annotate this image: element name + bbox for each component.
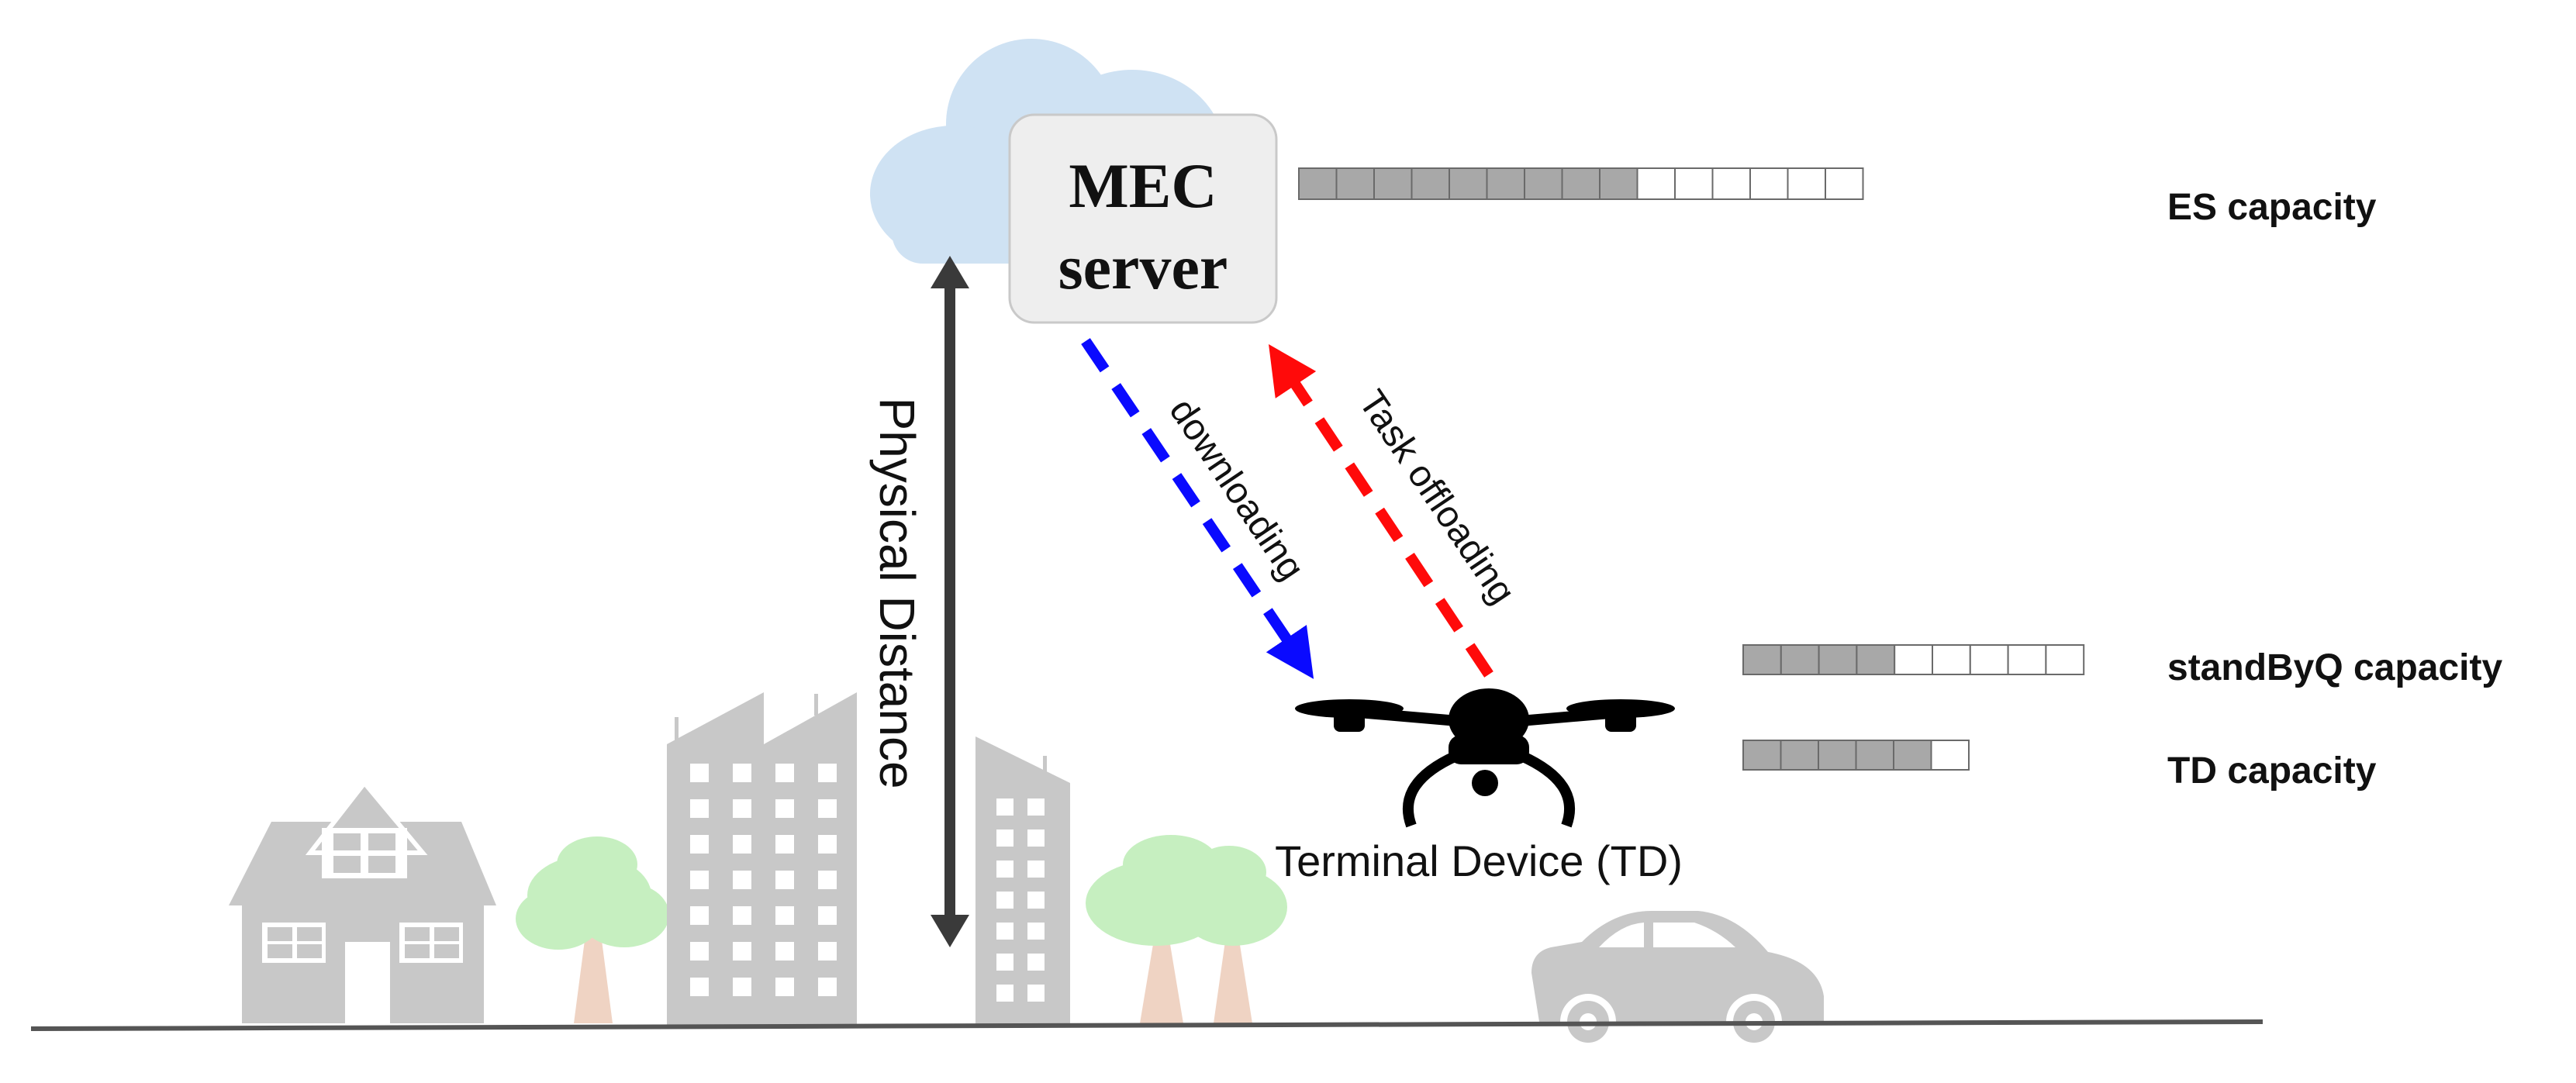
tree-icon: [1086, 835, 1287, 1023]
capacity-cell: [1298, 167, 1338, 200]
physical-distance-arrow: [931, 256, 969, 947]
capacity-cell: [1742, 644, 1782, 675]
building-window: [996, 861, 1013, 878]
terminal-device-label: Terminal Device (TD): [1275, 836, 1683, 885]
building-window: [1027, 861, 1045, 878]
building-window: [775, 764, 794, 782]
building-window: [996, 923, 1013, 940]
building-window: [690, 942, 709, 961]
building-window: [775, 799, 794, 818]
td-capacity-label: TD capacity: [2167, 750, 2377, 792]
building-window: [818, 942, 837, 961]
capacity-cell: [1780, 644, 1820, 675]
building-window: [1027, 829, 1045, 847]
building-window: [1027, 892, 1045, 909]
capacity-cell: [1711, 167, 1751, 200]
building-window: [775, 978, 794, 996]
capacity-cell: [1969, 644, 2009, 675]
building-window: [775, 942, 794, 961]
capacity-cell: [1818, 644, 1858, 675]
tree-icon: [516, 836, 669, 1023]
task-offloading-arrow: [1269, 344, 1493, 678]
building-window: [733, 799, 751, 818]
building-window: [996, 892, 1013, 909]
td-capacity-bar: [1742, 740, 1970, 771]
building-window: [1027, 923, 1045, 940]
building-window: [733, 835, 751, 854]
capacity-cell: [1856, 644, 1896, 675]
ground-line: [30, 1019, 2263, 1031]
building-icon: [975, 736, 1070, 1027]
mec-server-label-line1: MEC: [1069, 150, 1217, 221]
capacity-cell: [1411, 167, 1450, 200]
physical-distance-label: Physical Distance: [869, 397, 925, 788]
capacity-cell: [1749, 167, 1789, 200]
capacity-cell: [1818, 740, 1857, 771]
capacity-cell: [2007, 644, 2047, 675]
capacity-cell: [1825, 167, 1864, 200]
capacity-cell: [1894, 644, 1933, 675]
capacity-cell: [1524, 167, 1563, 200]
capacity-cell: [1561, 167, 1601, 200]
capacity-cell: [1373, 167, 1413, 200]
building-window: [818, 978, 837, 996]
capacity-cell: [1636, 167, 1676, 200]
building-window: [690, 764, 709, 782]
building-window: [818, 835, 837, 854]
building-window: [1027, 798, 1045, 816]
capacity-cell: [1335, 167, 1375, 200]
building-icon: [667, 692, 857, 1027]
capacity-cell: [1599, 167, 1638, 200]
task-offloading-label: Task offloading: [1351, 383, 1524, 611]
capacity-cell: [1486, 167, 1525, 200]
building-window: [996, 985, 1013, 1002]
building-window: [818, 906, 837, 925]
mec-server-box: [1008, 113, 1278, 324]
capacity-cell: [1855, 740, 1894, 771]
building-window: [690, 906, 709, 925]
building-window: [733, 871, 751, 889]
capacity-cell: [1930, 740, 1970, 771]
capacity-cell: [1787, 167, 1826, 200]
building-window: [818, 764, 837, 782]
mec-server: MEC server: [1008, 113, 1278, 324]
drone-icon: [1295, 688, 1675, 828]
es-capacity-label: ES capacity: [2167, 187, 2377, 228]
building-window: [775, 871, 794, 889]
house-icon: [229, 779, 496, 1023]
car-icon: [1531, 911, 1824, 1050]
building-window: [996, 798, 1013, 816]
building-window: [1027, 985, 1045, 1002]
building-window: [690, 799, 709, 818]
standby-capacity-label: standByQ capacity: [2167, 647, 2502, 688]
building-window: [775, 906, 794, 925]
standby-capacity-bar: [1742, 644, 2085, 675]
building-window: [690, 871, 709, 889]
building-window: [733, 764, 751, 782]
capacity-cell: [1932, 644, 1971, 675]
building-window: [733, 978, 751, 996]
building-window: [996, 829, 1013, 847]
building-window: [775, 835, 794, 854]
building-window: [996, 954, 1013, 971]
capacity-cell: [2045, 644, 2085, 675]
capacity-cell: [1674, 167, 1714, 200]
building-window: [1027, 954, 1045, 971]
capacity-cell: [1742, 740, 1782, 771]
building-window: [733, 906, 751, 925]
building-window: [690, 835, 709, 854]
mec-server-label-line2: server: [1058, 232, 1228, 302]
building-window: [733, 942, 751, 961]
building-window: [690, 978, 709, 996]
building-window: [818, 871, 837, 889]
downloading-arrow: [1081, 338, 1314, 679]
building-window: [818, 799, 837, 818]
capacity-cell: [1449, 167, 1488, 200]
capacity-cell: [1893, 740, 1932, 771]
es-capacity-bar: [1298, 167, 1864, 200]
capacity-cell: [1780, 740, 1819, 771]
